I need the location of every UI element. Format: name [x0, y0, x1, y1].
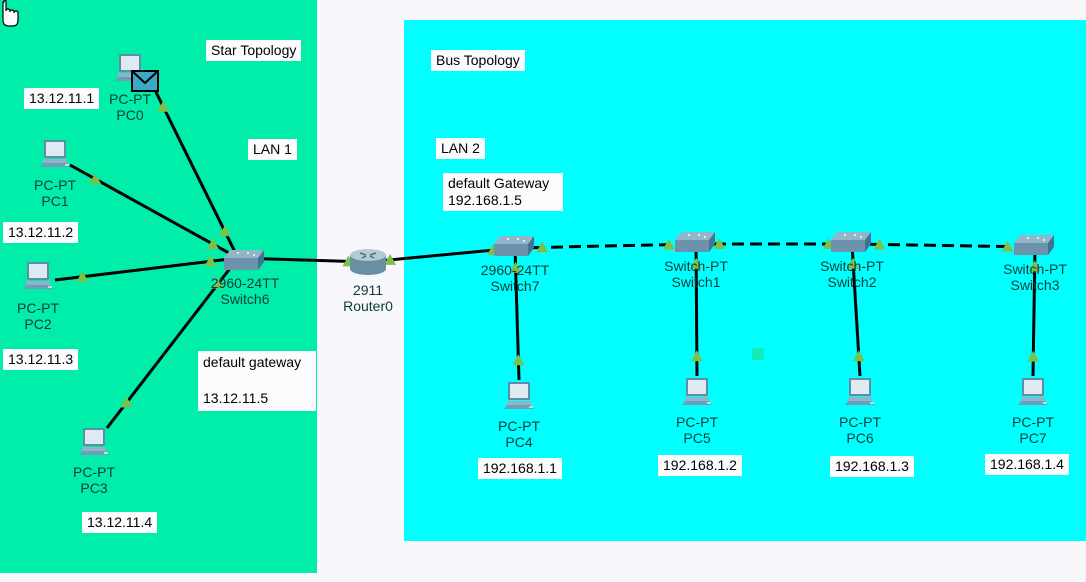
link-status-up-icon: [89, 172, 102, 184]
envelope-pdu-icon[interactable]: [131, 70, 159, 97]
pc2-pc-icon[interactable]: [22, 261, 54, 296]
pc4-pc-icon[interactable]: [503, 381, 535, 416]
link-status-up-icon: [1001, 240, 1014, 252]
link-status-up-icon: [218, 225, 231, 237]
device-model: Switch-PT: [820, 258, 884, 274]
gateway1-ip: 13.12.11.5: [203, 390, 269, 406]
device-name: PC1: [41, 193, 69, 209]
device-name: Switch1: [671, 274, 721, 290]
link-status-up-icon: [873, 238, 886, 250]
link-status-up-icon: [1027, 350, 1040, 362]
gateway2-note: default Gateway 192.168.1.5: [443, 173, 563, 211]
device-name: PC0: [116, 107, 144, 123]
pc0-ip-note: 13.12.11.1: [24, 88, 100, 109]
device-name: PC4: [505, 434, 533, 450]
link-status-up-icon: [662, 238, 675, 250]
pc5-pc-icon[interactable]: [681, 377, 713, 412]
device-model: PC-PT: [17, 300, 59, 316]
device-name: PC3: [80, 480, 108, 496]
device-model: PC-PT: [676, 414, 718, 430]
link-status-up-icon: [204, 255, 217, 267]
lan2-area: [404, 20, 1086, 541]
link-status-up-icon: [847, 257, 860, 269]
link-status-up-icon: [1028, 260, 1041, 272]
device-model: 2960-24TT: [210, 275, 280, 291]
device-model: 2911: [352, 282, 384, 298]
pc1-ip-note: 13.12.11.2: [3, 222, 79, 243]
pc3-pc-icon[interactable]: [78, 427, 110, 462]
selection-marker: [752, 348, 764, 360]
switch3-switch-icon[interactable]: [1014, 233, 1056, 262]
device-name: PC2: [24, 316, 52, 332]
link-status-up-icon: [212, 277, 225, 289]
gateway2-title: default Gateway: [448, 175, 550, 191]
device-model: PC-PT: [839, 414, 881, 430]
link-status-up-icon: [384, 253, 397, 265]
lan1-note: LAN 1: [248, 139, 297, 160]
link-status-up-icon: [713, 238, 726, 249]
link-status-up-icon: [852, 350, 865, 362]
hand-cursor-icon: [2, 0, 19, 27]
link-status-up-icon: [512, 354, 525, 366]
pc3-ip-note: 13.12.11.4: [82, 512, 158, 533]
lan2-note: LAN 2: [436, 138, 485, 159]
switch7-switch-icon[interactable]: [494, 234, 536, 263]
star-topology-note: Star Topology: [206, 40, 302, 61]
pc6-ip-note: 192.168.1.3: [830, 456, 914, 477]
pc6-pc-icon[interactable]: [844, 377, 876, 412]
device-name: Switch3: [1010, 277, 1060, 293]
pc4-ip-note: 192.168.1.1: [478, 458, 562, 479]
device-name: Router0: [343, 298, 393, 314]
link-status-up-icon: [509, 261, 522, 273]
pc5-ip-note: 192.168.1.2: [658, 455, 742, 476]
link-status-up-icon: [120, 396, 133, 408]
link-status-up-icon: [690, 257, 703, 269]
gateway1-note: default gateway 13.12.11.5: [198, 351, 316, 411]
device-name: Switch6: [220, 291, 270, 307]
device-name: PC5: [683, 430, 711, 446]
pc2-ip-note: 13.12.11.3: [3, 349, 79, 370]
link-status-up-icon: [157, 100, 170, 112]
gateway2-ip: 192.168.1.5: [448, 192, 522, 208]
link-status-up-icon: [206, 238, 219, 250]
switch6-switch-icon[interactable]: [224, 248, 266, 277]
link-status-up-icon: [690, 350, 703, 362]
switch1-switch-icon[interactable]: [675, 230, 717, 259]
device-name: PC6: [846, 430, 874, 446]
device-model: PC-PT: [34, 177, 76, 193]
link-status-up-icon: [536, 241, 549, 253]
device-model: PC-PT: [498, 418, 540, 434]
gateway1-title: default gateway: [203, 354, 302, 370]
device-name: Switch2: [827, 274, 877, 290]
pc7-pc-icon[interactable]: [1017, 377, 1049, 412]
device-model: 2960-24TT: [480, 262, 550, 278]
device-model: PC-PT: [1012, 414, 1054, 430]
device-model: PC-PT: [73, 464, 115, 480]
link-status-up-icon: [76, 270, 89, 282]
device-name: Switch7: [490, 278, 540, 294]
router0-router-icon[interactable]: [348, 247, 388, 282]
bus-topology-note: Bus Topology: [431, 50, 525, 71]
pc1-pc-icon[interactable]: [39, 139, 71, 174]
pc7-ip-note: 192.168.1.4: [985, 454, 1069, 475]
device-model: Switch-PT: [664, 258, 728, 274]
switch2-switch-icon[interactable]: [831, 230, 873, 259]
device-model: PC-PT: [109, 91, 151, 107]
device-model: Switch-PT: [1003, 261, 1067, 277]
device-name: PC7: [1019, 430, 1047, 446]
